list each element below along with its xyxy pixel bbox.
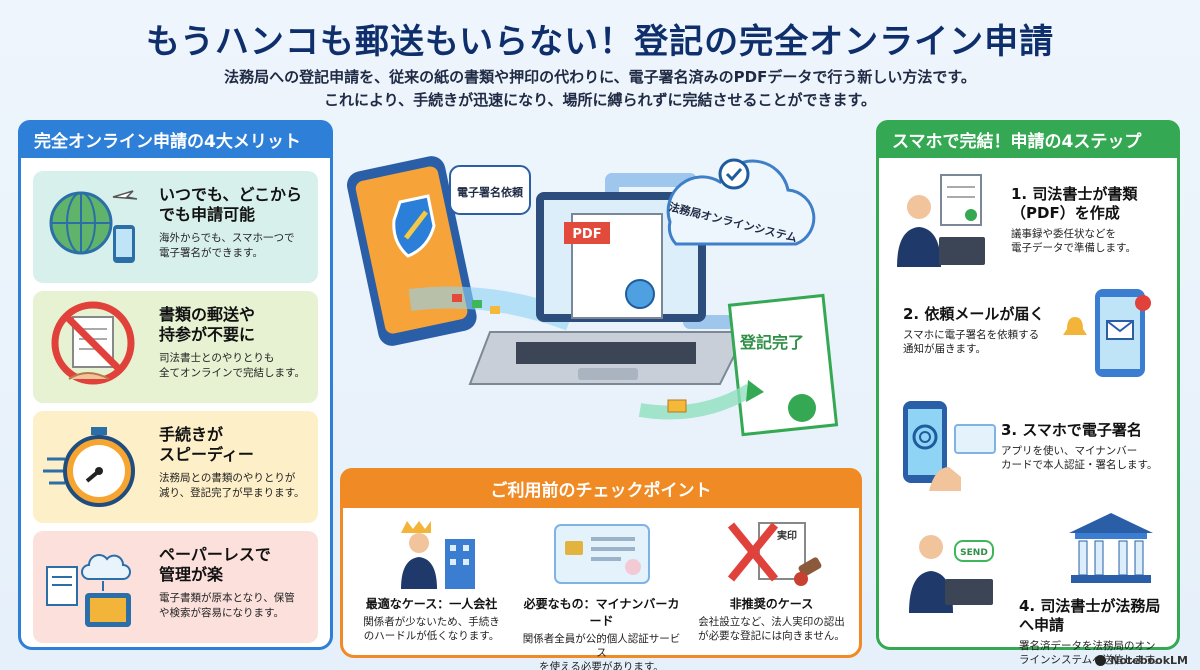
flow-illustration: 電子署名依頼 PDF 法務局オンラインシステム: [346, 156, 839, 437]
notebooklm-watermark: NotebookLM: [1095, 654, 1188, 667]
registration-complete-label: 登記完了: [739, 333, 804, 352]
merits-heading: 完全オンライン申請の4大メリット: [18, 120, 333, 158]
merit-anytime: いつでも、どこから でも申請可能 海外からでも、スマホ一つで 電子署名ができます…: [33, 171, 318, 283]
pdf-label: PDF: [572, 227, 601, 242]
checkpoint-title: 必要なもの：マイナンバーカード: [523, 597, 680, 628]
notebooklm-logo-icon: [1095, 655, 1107, 666]
stopwatch-icon: [41, 419, 151, 515]
subtitle-line-1: 法務局への登記申請を、従来の紙の書類や押印の代わりに、電子署名済みのPDFデータ…: [224, 68, 976, 86]
step-title: 3. スマホで電子署名: [1001, 421, 1142, 439]
step-title: 1. 司法書士が書類 （PDF）を作成: [1011, 185, 1138, 222]
signature-request-bubble-text: 電子署名依頼: [457, 185, 524, 199]
fingerprint-phone-icon: [889, 395, 999, 495]
merit-desc: 海外からでも、スマホ一つで 電子署名ができます。: [159, 232, 295, 259]
merit-no-mail: 書類の郵送や 持参が不要に 司法書士とのやりとりも 全てオンラインで完結します。: [33, 291, 318, 403]
steps-heading: スマホで完結！申請の4ステップ: [876, 120, 1180, 158]
step-desc: 議事録や委任状などを 電子データで準備します。: [1011, 228, 1136, 254]
page-subtitle: 法務局への登記申請を、従来の紙の書類や押印の代わりに、電子署名済みのPDFデータ…: [0, 66, 1200, 112]
merit-desc: 電子書類が原本となり、保管 や検索が容易になります。: [159, 592, 295, 619]
step-2: 2. 依頼メールが届く スマホに電子署名を依頼する 通知が届きます。: [889, 283, 1169, 395]
checkpoint-required: 必要なもの：マイナンバーカード 関係者全員が公的個人認証サービス を使える必要が…: [519, 517, 684, 670]
step-desc: 署名済データを法務局のオン ラインシステムへ送信します。: [1019, 640, 1165, 666]
globe-phone-icon: [41, 179, 151, 275]
cloud-folder-icon: [41, 539, 151, 635]
jitsuin-stamp-label: 実印: [777, 529, 797, 542]
businessman-crown-icon: [377, 517, 487, 589]
checkpoint-title: 最適なケース：一人会社: [365, 597, 498, 611]
page-title: もうハンコも郵送もいらない！登記の完全オンライン申請: [145, 22, 1055, 62]
cross-seal-icon: 実印: [717, 517, 827, 589]
checkpoint-title: 非推奨のケース: [729, 597, 814, 611]
merit-desc: 法務局との書類のやりとりが 減り、登記完了が早まります。: [159, 472, 305, 499]
merit-paperless: ペーパーレスで 管理が楽 電子書類が原本となり、保管 や検索が容易になります。: [33, 531, 318, 643]
step-title: 2. 依頼メールが届く: [903, 305, 1045, 323]
cloud-server-icon: 法務局オンラインシステム: [666, 158, 816, 246]
step-3: 3. スマホで電子署名 アプリを使い、マイナンバー カードで本人認証・署名します…: [889, 395, 1169, 507]
brand-label: NotebookLM: [1110, 654, 1188, 667]
pdf-document-icon: PDF: [564, 213, 663, 319]
merit-desc: 司法書士とのやりとりも 全てオンラインで完結します。: [159, 352, 305, 379]
checkpoint-desc: 関係者全員が公的個人認証サービス を使える必要があります。: [522, 633, 681, 670]
scrivener-laptop-icon: [889, 171, 999, 271]
step-4: SEND 4. 司法書士が法務局へ申請 署名済データを法務局のオン ラインシステ…: [889, 507, 1169, 666]
merit-title: ペーパーレスで 管理が楽: [159, 545, 271, 584]
subtitle-line-2: これにより、手続きが迅速になり、場所に縛られずに完結させることができます。: [323, 91, 876, 109]
my-number-card-icon: [547, 517, 657, 589]
steps-panel: スマホで完結！申請の4ステップ 1. 司法書士が書類 （PDF）を作成 議事録や…: [876, 120, 1180, 666]
legal-bureau-building-icon: [1061, 507, 1161, 587]
checkpoint-desc: 会社設立など、法人実印の認出 が必要な登記には向きません。: [698, 616, 845, 642]
phone-mail-icon: [1059, 283, 1169, 383]
step-1: 1. 司法書士が書類 （PDF）を作成 議事録や委任状などを 電子データで準備し…: [889, 167, 1169, 279]
step-desc: スマホに電子署名を依頼する 通知が届きます。: [903, 329, 1040, 355]
checkpoint-best-case: 最適なケース：一人会社 関係者が少ないため、手続き のハードルが低くなります。: [349, 517, 514, 653]
checkpoint-desc: 関係者が少ないため、手続き のハードルが低くなります。: [363, 616, 500, 642]
merit-speedy: 手続きが スピーディー 法務局との書類のやりとりが 減り、登記完了が早まります。: [33, 411, 318, 523]
merit-title: 書類の郵送や 持参が不要に: [159, 305, 256, 344]
no-paper-icon: [41, 299, 151, 395]
online-application-illustration: 電子署名依頼 PDF 法務局オンラインシステム: [340, 122, 870, 462]
send-label: SEND: [960, 548, 988, 558]
merits-panel: 完全オンライン申請の4大メリット いつでも、どこから でも申請可能 海外からでも…: [18, 120, 333, 650]
step-title: 4. 司法書士が法務局へ申請: [1019, 597, 1161, 634]
registration-complete-document: 登記完了: [727, 293, 839, 437]
merit-title: 手続きが スピーディー: [159, 425, 254, 464]
checkpoint-not-recommended: 実印 非推奨のケース 会社設立など、法人実印の認出 が必要な登記には向きません。: [689, 517, 854, 653]
step-desc: アプリを使い、マイナンバー カードで本人認証・署名します。: [1001, 445, 1158, 471]
scrivener-send-icon: SEND: [889, 517, 999, 617]
checkpoints-heading: ご利用前のチェックポイント: [340, 468, 862, 508]
merit-title: いつでも、どこから でも申請可能: [159, 185, 303, 224]
checkpoints-panel: ご利用前のチェックポイント 最適なケース：一人会社 関係者が少ないため、手続き …: [340, 468, 862, 670]
